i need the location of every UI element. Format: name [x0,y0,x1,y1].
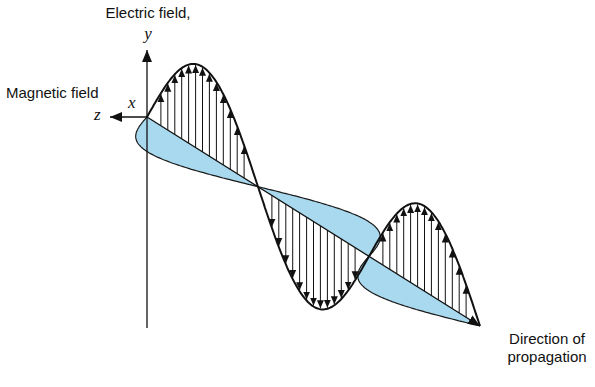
field-arrow [202,68,203,152]
axes [110,50,480,328]
field-arrow [244,146,245,178]
field-arrow [327,230,328,308]
field-arrow [209,74,210,156]
field-arrow [424,207,425,291]
field-arrow [396,215,397,274]
field-arrow [167,84,168,130]
field-arrow [237,127,238,173]
axis-title: Electric field, [105,4,190,22]
field-arrow [313,222,314,306]
field-arrow [452,250,453,309]
axis-letter: x [128,93,136,113]
field-arrow [431,213,432,295]
y-axis [146,50,147,328]
field-arrow [230,110,231,169]
field-arrow [271,195,272,227]
field-arrow [188,66,189,144]
field-arrow [403,208,404,278]
field-arrow [334,235,335,305]
propagation-axis [147,117,480,326]
field-arrow [417,204,418,286]
magnetic-curve [136,117,480,326]
field-arrow [174,75,175,134]
field-arrow [299,213,300,290]
axis-letter: z [94,105,101,125]
electric-wave [147,64,480,326]
field-arrow [278,200,279,246]
field-arrow [389,223,390,269]
field-arrow [445,235,446,305]
field-arrow [223,95,224,165]
magnetic-wave [136,117,480,326]
z-axis [110,116,147,117]
magnetic-fill [136,117,480,326]
field-arrow [292,208,293,278]
field-arrow [306,217,307,299]
field-arrow [216,83,217,161]
electric-curve [147,64,480,326]
field-arrow [195,65,196,147]
field-arrow [341,239,342,298]
field-arrow [382,234,383,266]
field-arrow [438,222,439,300]
field-arrow [459,267,460,313]
field-arrow [160,94,161,126]
axis-title: Direction of propagation [505,330,589,366]
field-arrow [181,69,182,139]
field-arrow [466,286,467,318]
axis-title: Magnetic field [6,84,99,102]
field-arrow [348,243,349,289]
axis-letter: y [144,24,152,44]
field-arrow [285,204,286,263]
field-arrow [320,226,321,308]
field-arrow [410,205,411,283]
field-arrow [355,248,356,280]
